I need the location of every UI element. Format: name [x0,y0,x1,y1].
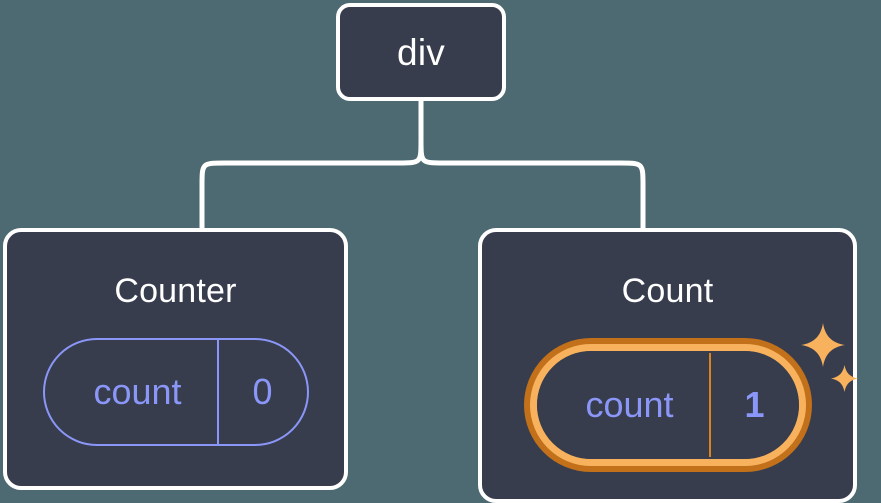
sparkle-small-icon [830,365,858,392]
sparkle-group [800,323,871,403]
state-pill-count-highlighted[interactable]: count 1 [536,323,858,459]
state-key-label: count [93,371,182,412]
tree-node-count[interactable]: Count count 1 [478,228,858,503]
state-value-cell: 1 [708,351,799,459]
state-value-cell: 0 [216,340,307,444]
counter-node-title: Counter [114,272,237,310]
state-value-label: 0 [252,371,273,412]
state-key-cell: count [45,340,217,444]
state-key-label: count [585,384,674,425]
counter-state-row: count 0 [7,338,344,446]
tree-node-root[interactable]: div [336,3,506,101]
root-node-label: div [397,31,445,73]
state-key-cell: count [537,351,709,459]
state-pill-count[interactable]: count 0 [42,338,309,446]
sparkle-large-icon [800,323,845,367]
count-node-title: Count [621,272,714,310]
state-value-label: 1 [744,384,765,425]
tree-node-counter[interactable]: Counter count 0 [3,228,348,490]
count-state-row: count 1 [482,323,858,472]
